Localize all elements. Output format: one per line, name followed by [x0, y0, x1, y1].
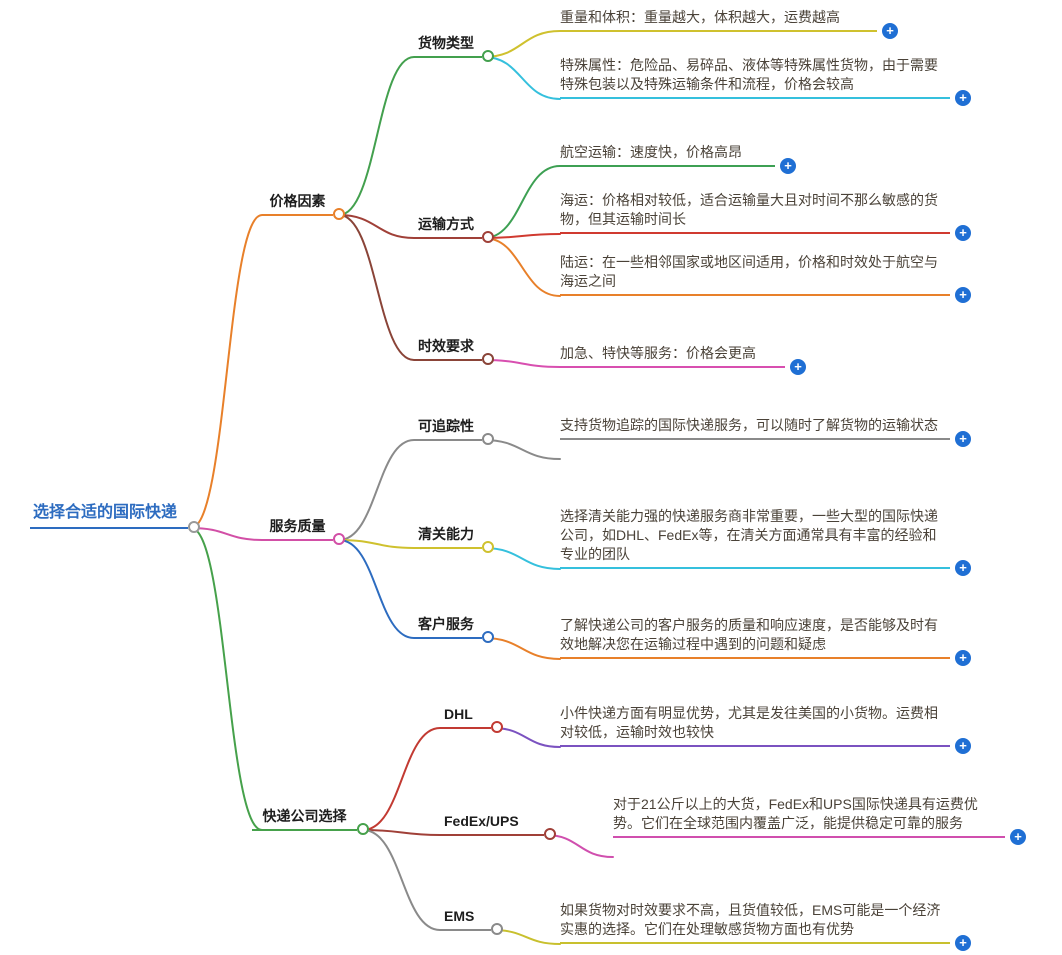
node-transport-mode[interactable]: 运输方式: [414, 215, 494, 243]
connector-path: [338, 56, 415, 216]
node-dot: [482, 631, 494, 643]
root-node[interactable]: 选择合适的国际快递: [30, 502, 200, 533]
expand-plus-icon[interactable]: +: [882, 23, 898, 39]
node-label: 价格因素: [269, 193, 326, 209]
leaf-node[interactable]: 小件快递方面有明显优势，尤其是发往美国的小货物。运费相对较低，运输时效也较快 +: [560, 704, 971, 754]
leaf-node[interactable]: 了解快递公司的客户服务的质量和响应速度，是否能够及时有效地解决您在运输过程中遇到…: [560, 616, 971, 666]
node-label: 服务质量: [269, 518, 326, 534]
leaf-node[interactable]: 对于21公斤以上的大货，FedEx和UPS国际快递具有运费优势。它们在全球范围内…: [613, 795, 1026, 845]
branch-node-price-factors[interactable]: 价格因素: [262, 192, 345, 220]
branch-node-courier-selection[interactable]: 快递公司选择: [252, 807, 369, 835]
node-dot: [188, 521, 200, 533]
connector-path: [190, 527, 263, 831]
node-label: 货物类型: [418, 35, 474, 51]
node-dhl[interactable]: DHL: [440, 705, 503, 733]
leaf-node[interactable]: 重量和体积：重量越大，体积越大，运费越高 +: [560, 8, 898, 39]
leaf-text: 海运：价格相对较低，适合运输量大且对时间不那么敏感的货物，但其运输时间长: [560, 192, 938, 227]
leaf-node[interactable]: 特殊属性：危险品、易碎品、液体等特殊属性货物，由于需要特殊包装以及特殊运输条件和…: [560, 56, 971, 106]
connector-path: [483, 56, 561, 100]
node-customer-service[interactable]: 客户服务: [414, 615, 494, 643]
expand-plus-icon[interactable]: +: [955, 90, 971, 106]
node-dot: [357, 823, 369, 835]
connector-path: [483, 547, 561, 570]
node-customs-clearance[interactable]: 清关能力: [414, 525, 494, 553]
leaf-node[interactable]: 选择清关能力强的快递服务商非常重要，一些大型的国际快递公司，如DHL、FedEx…: [560, 507, 971, 576]
connector-path: [483, 237, 561, 297]
node-label: 运输方式: [418, 216, 474, 232]
node-dot: [482, 231, 494, 243]
node-time-requirement[interactable]: 时效要求: [414, 337, 494, 365]
leaf-node[interactable]: 如果货物对时效要求不高，且货值较低，EMS可能是一个经济实惠的选择。它们在处理敏…: [560, 901, 971, 951]
node-label: 快递公司选择: [262, 808, 347, 824]
leaf-text: 如果货物对时效要求不高，且货值较低，EMS可能是一个经济实惠的选择。它们在处理敏…: [560, 902, 941, 937]
node-dot: [491, 923, 503, 935]
leaf-text: 支持货物追踪的国际快递服务，可以随时了解货物的运输状态: [560, 417, 938, 433]
expand-plus-icon[interactable]: +: [1010, 829, 1026, 845]
node-ems[interactable]: EMS: [440, 907, 503, 935]
node-dot: [333, 533, 345, 545]
leaf-node[interactable]: 支持货物追踪的国际快递服务，可以随时了解货物的运输状态 +: [560, 416, 971, 447]
node-traceability[interactable]: 可追踪性: [414, 417, 494, 445]
connector-path: [483, 637, 561, 660]
branch-node-service-quality[interactable]: 服务质量: [262, 517, 345, 545]
expand-plus-icon[interactable]: +: [955, 431, 971, 447]
connector-path: [483, 359, 561, 368]
leaf-text: 航空运输：速度快，价格高昂: [560, 144, 742, 160]
leaf-text: 对于21公斤以上的大货，FedEx和UPS国际快递具有运费优势。它们在全球范围内…: [613, 796, 978, 831]
node-dot: [482, 353, 494, 365]
node-label: 可追踪性: [418, 418, 474, 434]
leaf-text: 陆运：在一些相邻国家或地区间适用，价格和时效处于航空与海运之间: [560, 254, 938, 289]
expand-plus-icon[interactable]: +: [955, 935, 971, 951]
leaf-text: 加急、特快等服务：价格会更高: [560, 345, 756, 361]
leaf-text: 了解快递公司的客户服务的质量和响应速度，是否能够及时有效地解决您在运输过程中遇到…: [560, 617, 938, 652]
leaf-text: 重量和体积：重量越大，体积越大，运费越高: [560, 9, 840, 25]
node-label: 时效要求: [418, 338, 474, 354]
leaf-text: 特殊属性：危险品、易碎品、液体等特殊属性货物，由于需要特殊包装以及特殊运输条件和…: [560, 57, 938, 92]
expand-plus-icon[interactable]: +: [955, 650, 971, 666]
node-dot: [491, 721, 503, 733]
expand-plus-icon[interactable]: +: [790, 359, 806, 375]
leaf-node[interactable]: 加急、特快等服务：价格会更高 +: [560, 344, 806, 375]
leaf-node[interactable]: 陆运：在一些相邻国家或地区间适用，价格和时效处于航空与海运之间 +: [560, 253, 971, 303]
connector-path: [338, 539, 415, 549]
connector-path: [362, 829, 441, 931]
connector-path: [483, 30, 561, 58]
node-label: DHL: [444, 706, 473, 722]
node-label: 清关能力: [418, 526, 474, 542]
node-dot: [482, 433, 494, 445]
connector-path: [362, 829, 441, 836]
connector-path: [362, 727, 441, 831]
connector-path: [492, 929, 561, 945]
node-label: 客户服务: [418, 616, 474, 632]
connector-path: [338, 439, 415, 541]
node-label: FedEx/UPS: [444, 813, 519, 829]
node-dot: [333, 208, 345, 220]
root-label: 选择合适的国际快递: [33, 504, 178, 521]
leaf-text: 选择清关能力强的快递服务商非常重要，一些大型的国际快递公司，如DHL、FedEx…: [560, 508, 938, 562]
connector-path: [483, 165, 561, 239]
node-fedex-ups[interactable]: FedEx/UPS: [440, 812, 556, 840]
connector-path: [338, 214, 415, 239]
connector-path: [190, 527, 263, 541]
connector-path: [190, 214, 263, 529]
leaf-node[interactable]: 海运：价格相对较低，适合运输量大且对时间不那么敏感的货物，但其运输时间长 +: [560, 191, 971, 241]
leaf-node[interactable]: 航空运输：速度快，价格高昂 +: [560, 143, 796, 174]
expand-plus-icon[interactable]: +: [955, 225, 971, 241]
connector-path: [483, 439, 561, 460]
leaf-text: 小件快递方面有明显优势，尤其是发往美国的小货物。运费相对较低，运输时效也较快: [560, 705, 938, 740]
node-label: EMS: [444, 908, 475, 924]
expand-plus-icon[interactable]: +: [955, 287, 971, 303]
node-dot: [482, 541, 494, 553]
connector-path: [545, 834, 614, 858]
connector-path: [338, 214, 415, 361]
expand-plus-icon[interactable]: +: [955, 560, 971, 576]
node-cargo-type[interactable]: 货物类型: [414, 34, 494, 62]
node-dot: [544, 828, 556, 840]
expand-plus-icon[interactable]: +: [780, 158, 796, 174]
connector-path: [338, 539, 415, 639]
node-dot: [482, 50, 494, 62]
connector-path: [492, 727, 561, 748]
expand-plus-icon[interactable]: +: [955, 738, 971, 754]
